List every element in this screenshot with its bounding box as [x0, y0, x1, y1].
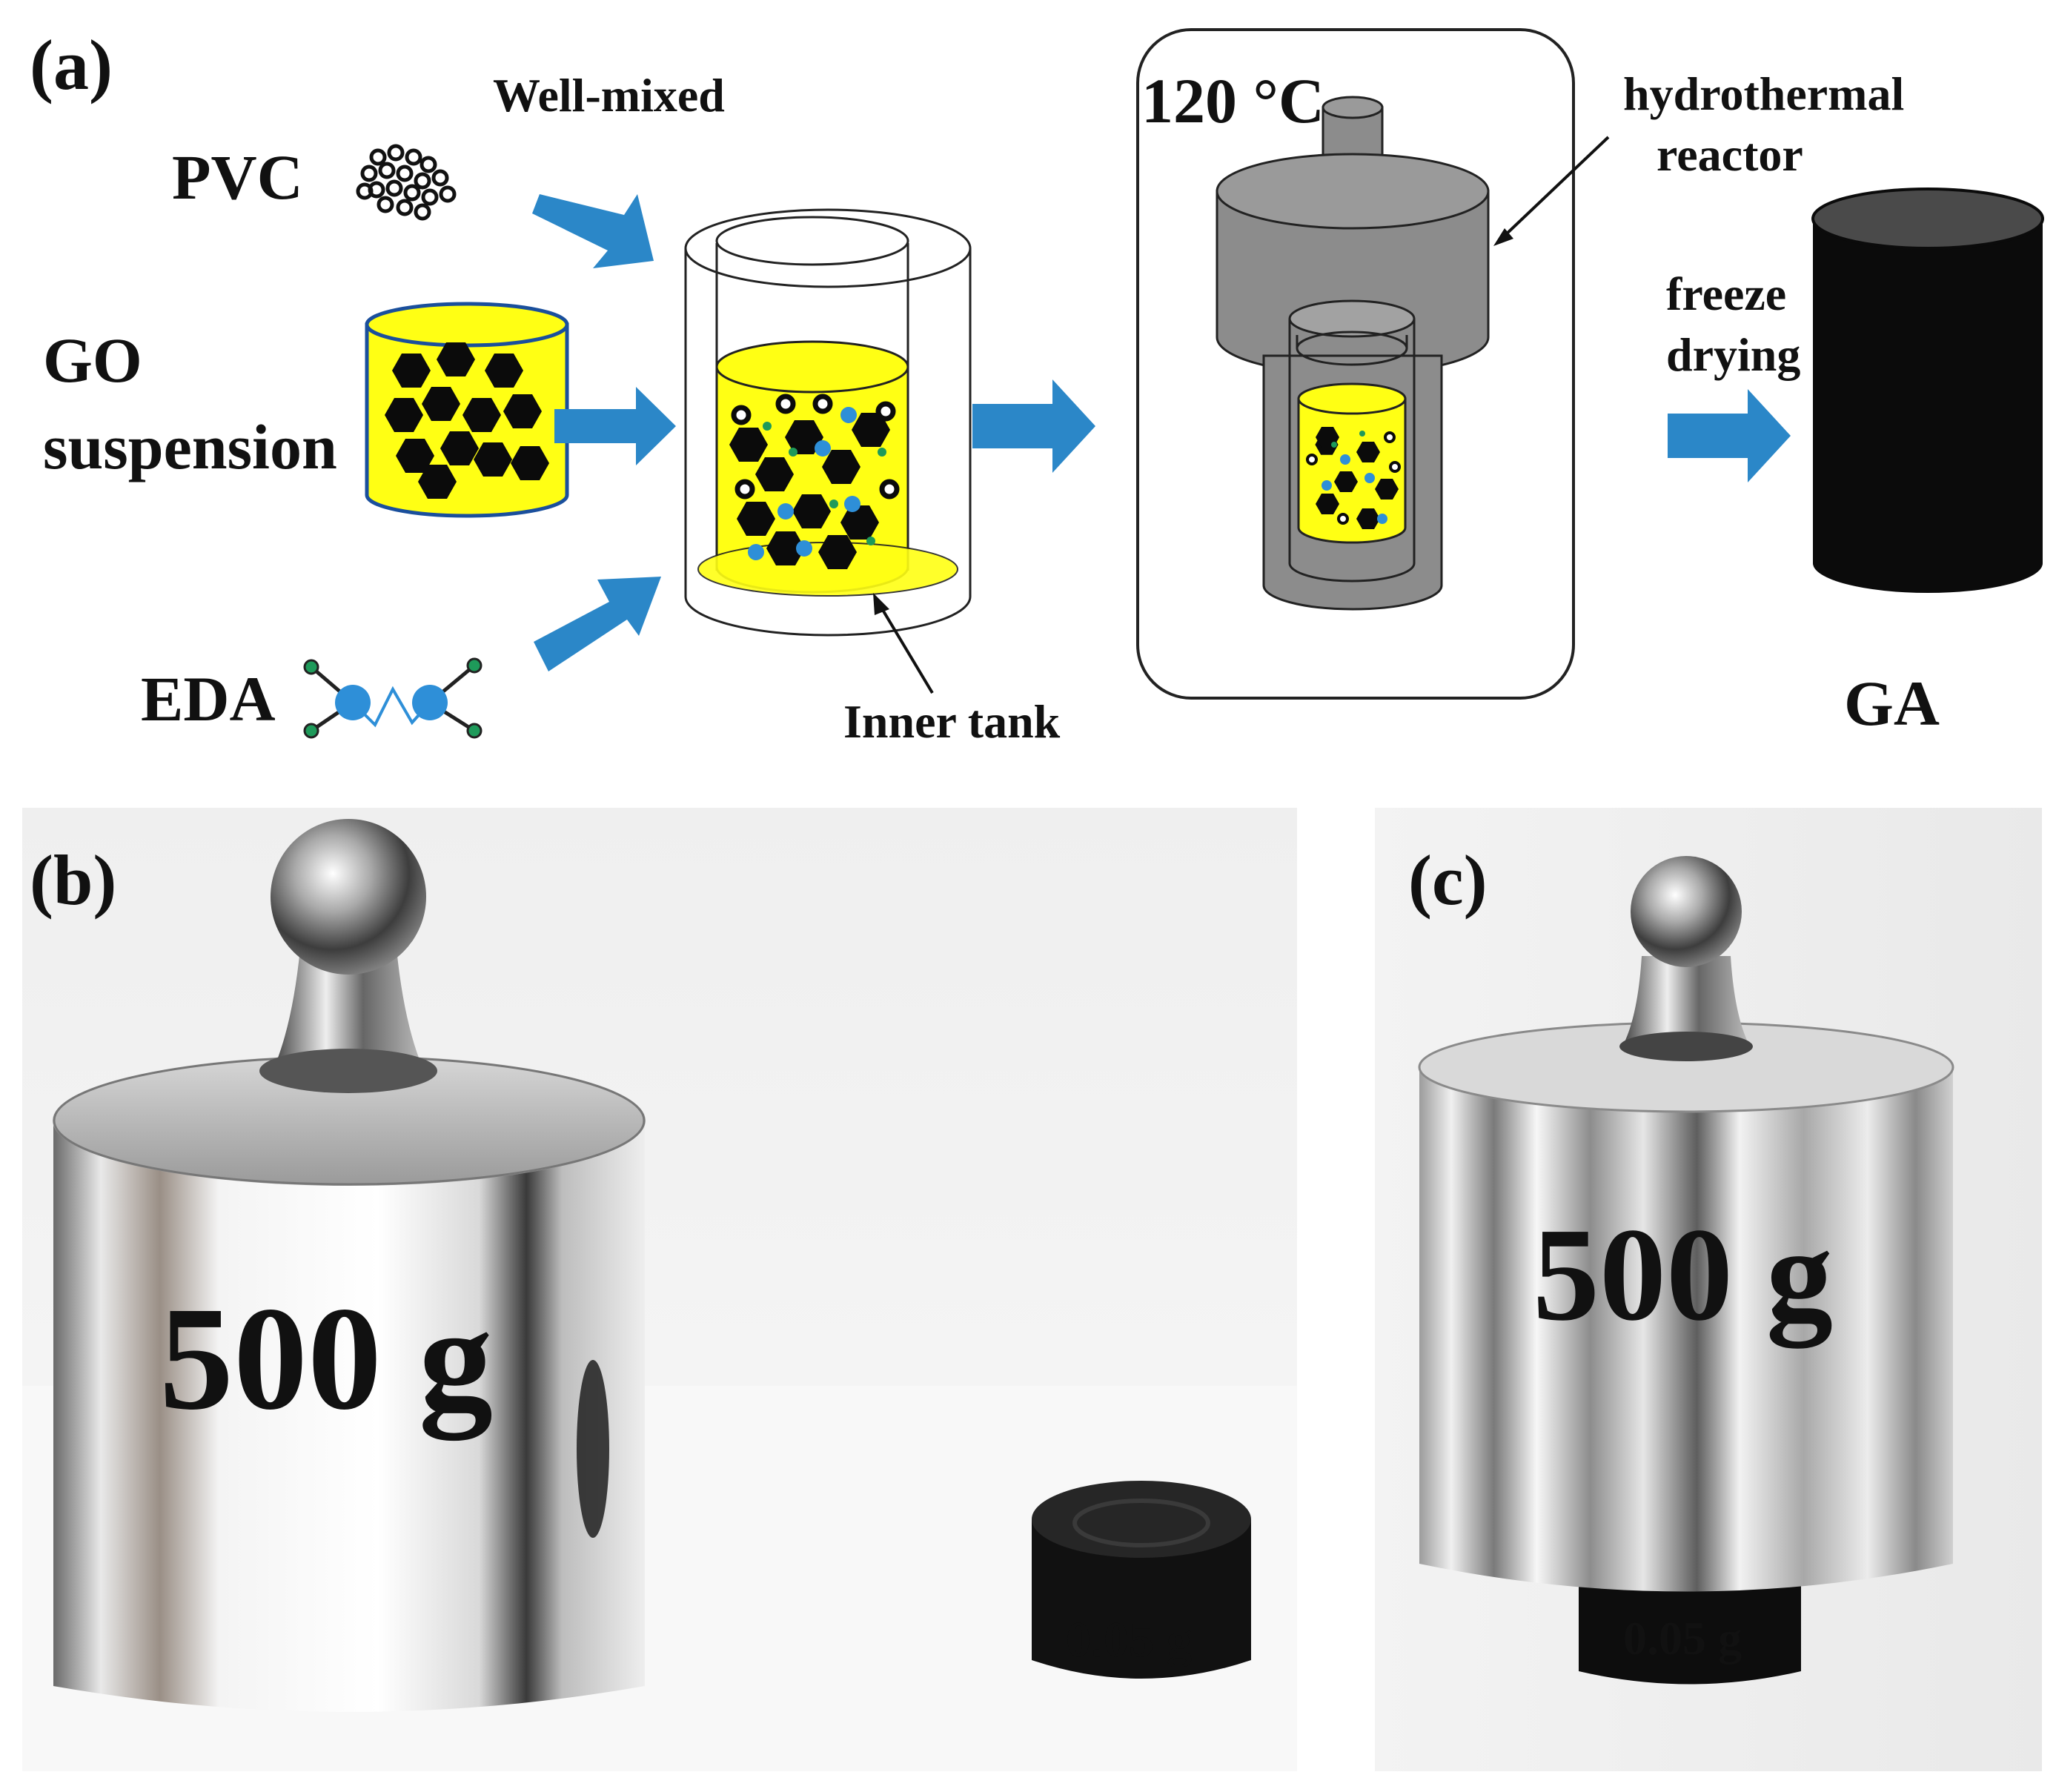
- reactor-pointer: [1493, 136, 1610, 246]
- weight-500g-b: 500 g: [53, 819, 646, 1712]
- reactor-label-line1: hydrothermal: [1623, 67, 1904, 120]
- inner-tank-pointer: [873, 593, 934, 694]
- sample-label-c: 0.05 g: [1623, 1612, 1742, 1665]
- weight-500g-c: 500 g: [1418, 856, 1954, 1592]
- ga-aerogel-icon: [1811, 188, 2044, 593]
- panel-c-label: (c): [1408, 840, 1488, 920]
- eda-molecule-icon: [303, 657, 483, 739]
- pvc-particles-icon: [356, 144, 457, 221]
- panel-b-label: (b): [30, 840, 116, 920]
- temperature-label: 120 °C: [1141, 65, 1324, 136]
- arrow-to-reactor-icon: [972, 379, 1095, 473]
- reactor-label-line2: reactor: [1657, 128, 1803, 181]
- panel-a-label: (a): [30, 25, 113, 104]
- weight-label-b: 500 g: [159, 1277, 493, 1441]
- arrow-eda-icon: [534, 577, 661, 671]
- panel-a: (a) Well-mixed PVC GO suspension EDA: [30, 25, 2044, 748]
- hydrothermal-reactor-icon: [1216, 96, 1490, 611]
- sample-label-b: 0.05 g: [1066, 1611, 1192, 1667]
- ga-label: GA: [1844, 668, 1940, 739]
- inner-tank-label: Inner tank: [843, 695, 1061, 748]
- weight-label-c: 500 g: [1533, 1201, 1833, 1349]
- go-label-line2: suspension: [43, 411, 337, 482]
- arrow-go-icon: [554, 387, 676, 465]
- well-mixed-label: Well-mixed: [493, 69, 725, 122]
- mixing-arrows: [532, 194, 676, 671]
- panel-b-photo: 500 g 0.05 g (b): [22, 808, 1297, 1771]
- aerogel-sample-c: 0.05 g: [1579, 1586, 1801, 1685]
- mixing-vessel-icon: [684, 208, 972, 637]
- oven-box: [1136, 28, 1575, 700]
- aerogel-sample-b: 0.05 g: [1032, 1481, 1251, 1679]
- go-suspension-jar-icon: [365, 302, 569, 518]
- panel-c-photo: 0.05 g 500 g (c): [1375, 808, 2042, 1771]
- arrow-freeze-drying-icon: [1668, 389, 1791, 482]
- eda-label: EDA: [141, 663, 276, 734]
- freeze-label-line2: drying: [1666, 328, 1800, 381]
- go-label-line1: GO: [43, 325, 142, 396]
- pvc-label: PVC: [172, 142, 303, 213]
- arrow-pvc-icon: [532, 194, 654, 268]
- freeze-label-line1: freeze: [1666, 268, 1786, 320]
